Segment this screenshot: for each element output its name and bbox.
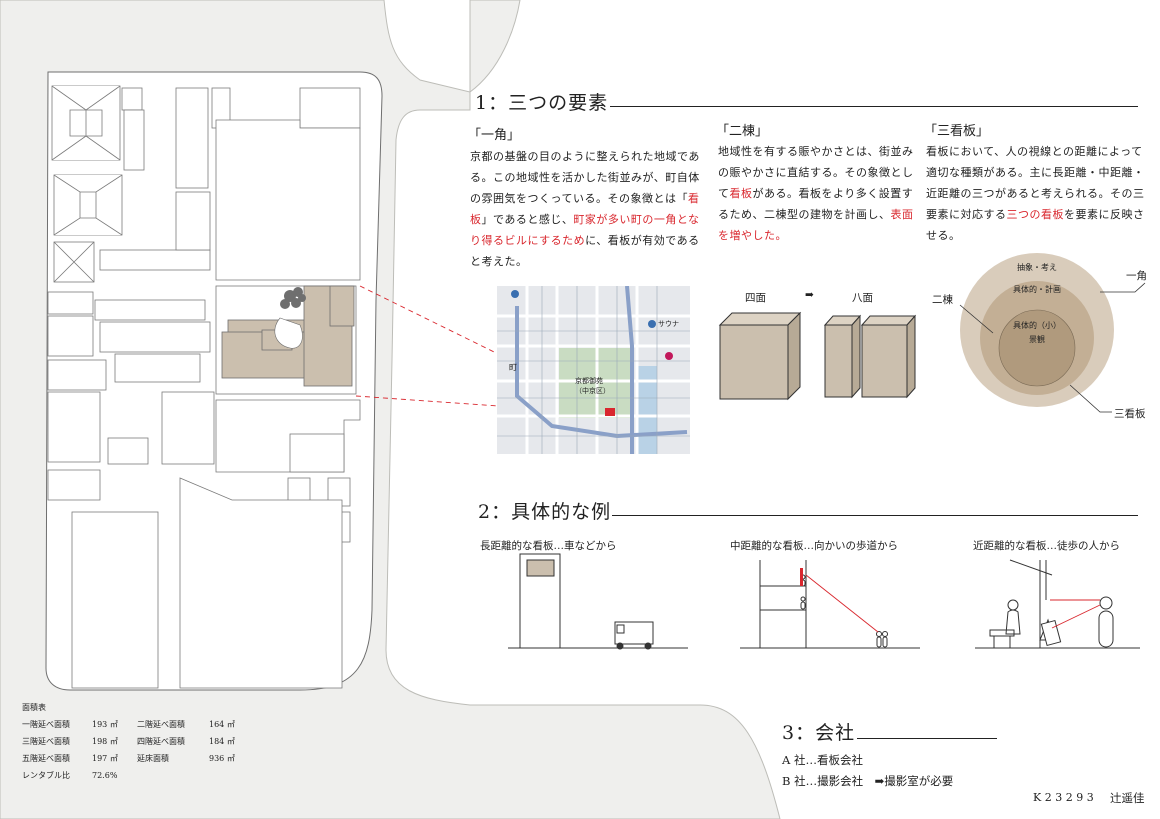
area-label: 一階延べ面積: [22, 720, 70, 729]
area-table-row: レンタブル比 72.6%: [22, 767, 249, 784]
callout-three-signs: 三看板: [1114, 408, 1146, 420]
company-a: A 社…看板会社: [782, 753, 863, 767]
col2-text: 地域性を有する賑やかさとは、街並みの賑やかさに直結する。その象徴として看板がある…: [718, 141, 918, 246]
highlight-text: 三つの看板: [1006, 208, 1064, 221]
author-name: 辻遥佳: [1110, 791, 1145, 805]
highlight-text: 表面を増やした。: [718, 208, 914, 242]
circle-outer-text: 抽象・考え: [1017, 263, 1057, 272]
col3-heading: 「三看板」: [924, 124, 990, 139]
arrow-icon: ➡: [874, 774, 885, 788]
callout-two-buildings: 二棟: [932, 294, 953, 306]
target-building: [221, 285, 355, 387]
example-long-distance: 長距離的な看板…車などから: [480, 540, 617, 552]
body-text: 地域性を有する賑やかさとは、街並みの賑やかさに直結する。その象徴として: [718, 145, 914, 200]
area-table: 面積表 一階延べ面積 193 ㎡ 二階延べ面積 164 ㎡ 三階延べ面積 198…: [22, 699, 249, 784]
section1-title: 1：三つの要素: [475, 92, 609, 114]
circle-mid-text: 具体的・計画: [1013, 285, 1061, 294]
eight-faces-label: 八面: [852, 292, 873, 304]
callout-corner: 一角: [1126, 270, 1147, 282]
map-label: サウナ: [658, 320, 679, 328]
arrow-icon: ➡: [805, 289, 814, 301]
body-text: 京都の基盤の目のように整えられた地域である。この地域性を活かした街並みが、町自体…: [470, 150, 700, 205]
highlight-text: 看板: [729, 187, 753, 200]
highlight-text: 看板: [470, 192, 700, 226]
company-b: B 社…撮影会社 ➡撮影室が必要: [782, 773, 953, 789]
company-b-prefix: B 社…撮影会社: [782, 774, 875, 788]
area-table-row: 五階延べ面積 197 ㎡ 延床面積 936 ㎡: [22, 750, 249, 767]
body-text: がある。看板をより多く設置するため、二棟型の建物を計画し、: [718, 187, 914, 221]
highlight-text: 町家が多い町の一角となり得るビルにするため: [470, 213, 700, 247]
area-value: 936 ㎡: [209, 754, 235, 763]
section3-title: 3：会社: [782, 722, 856, 744]
map-park-label: 京都御苑 （中京区）: [575, 377, 610, 395]
circle-inner-text: 具体的（小）: [1013, 321, 1061, 330]
area-table-title: 面積表: [22, 703, 46, 712]
body-text: に、看板が有効であると考えた。: [470, 234, 700, 268]
area-label: 五階延べ面積: [22, 754, 70, 763]
area-label: 四階延べ面積: [137, 737, 185, 746]
section2-rule: [612, 515, 1138, 516]
company-b-suffix: 撮影室が必要: [884, 774, 954, 788]
area-label: 二階延べ面積: [137, 720, 185, 729]
body-text: を要素に反映させる。: [926, 208, 1145, 242]
area-value: 198 ㎡: [92, 737, 118, 746]
area-map: 京都御苑 （中京区） サウナ 町: [497, 286, 690, 454]
example-mid-distance: 中距離的な看板…向かいの歩道から: [730, 540, 898, 552]
area-label: レンタブル比: [22, 771, 70, 780]
col2-heading: 「二棟」: [716, 124, 769, 139]
map-town-label: 町: [509, 363, 517, 372]
tree-icon: [280, 287, 306, 309]
area-value: 72.6%: [92, 771, 118, 780]
col1-heading: 「一角」: [468, 128, 521, 143]
area-label: 延床面積: [137, 754, 169, 763]
col1-text: 京都の基盤の目のように整えられた地域である。この地域性を活かした街並みが、町自体…: [470, 146, 706, 272]
four-faces-label: 四面: [745, 292, 766, 304]
area-value: 197 ㎡: [92, 754, 118, 763]
area-table-row: 三階延べ面積 198 ㎡ 四階延べ面積 184 ㎡: [22, 733, 249, 750]
circle-inner-text-2: 景観: [1029, 335, 1045, 344]
area-label: 三階延べ面積: [22, 737, 70, 746]
col3-text: 看板において、人の視線との距離によって適切な種類がある。主に長距離・中距離・近距…: [926, 141, 1150, 246]
area-value: 193 ㎡: [92, 720, 118, 729]
example-short-distance: 近距離的な看板…徒歩の人から: [973, 540, 1120, 552]
area-value: 184 ㎡: [209, 737, 235, 746]
student-id: K 2 3 2 9 3: [1033, 791, 1094, 804]
map-graphic: [497, 286, 690, 454]
area-value: 164 ㎡: [209, 720, 235, 729]
section2-title: 2：具体的な例: [478, 501, 612, 523]
section1-rule: [610, 106, 1138, 107]
section3-rule: [857, 738, 997, 739]
body-text: 看板において、人の視線との距離によって適切な種類がある。主に長距離・中距離・近距…: [926, 145, 1145, 221]
area-table-row: 一階延べ面積 193 ㎡ 二階延べ面積 164 ㎡: [22, 716, 249, 733]
body-text: 」であると感じ、: [481, 213, 574, 226]
